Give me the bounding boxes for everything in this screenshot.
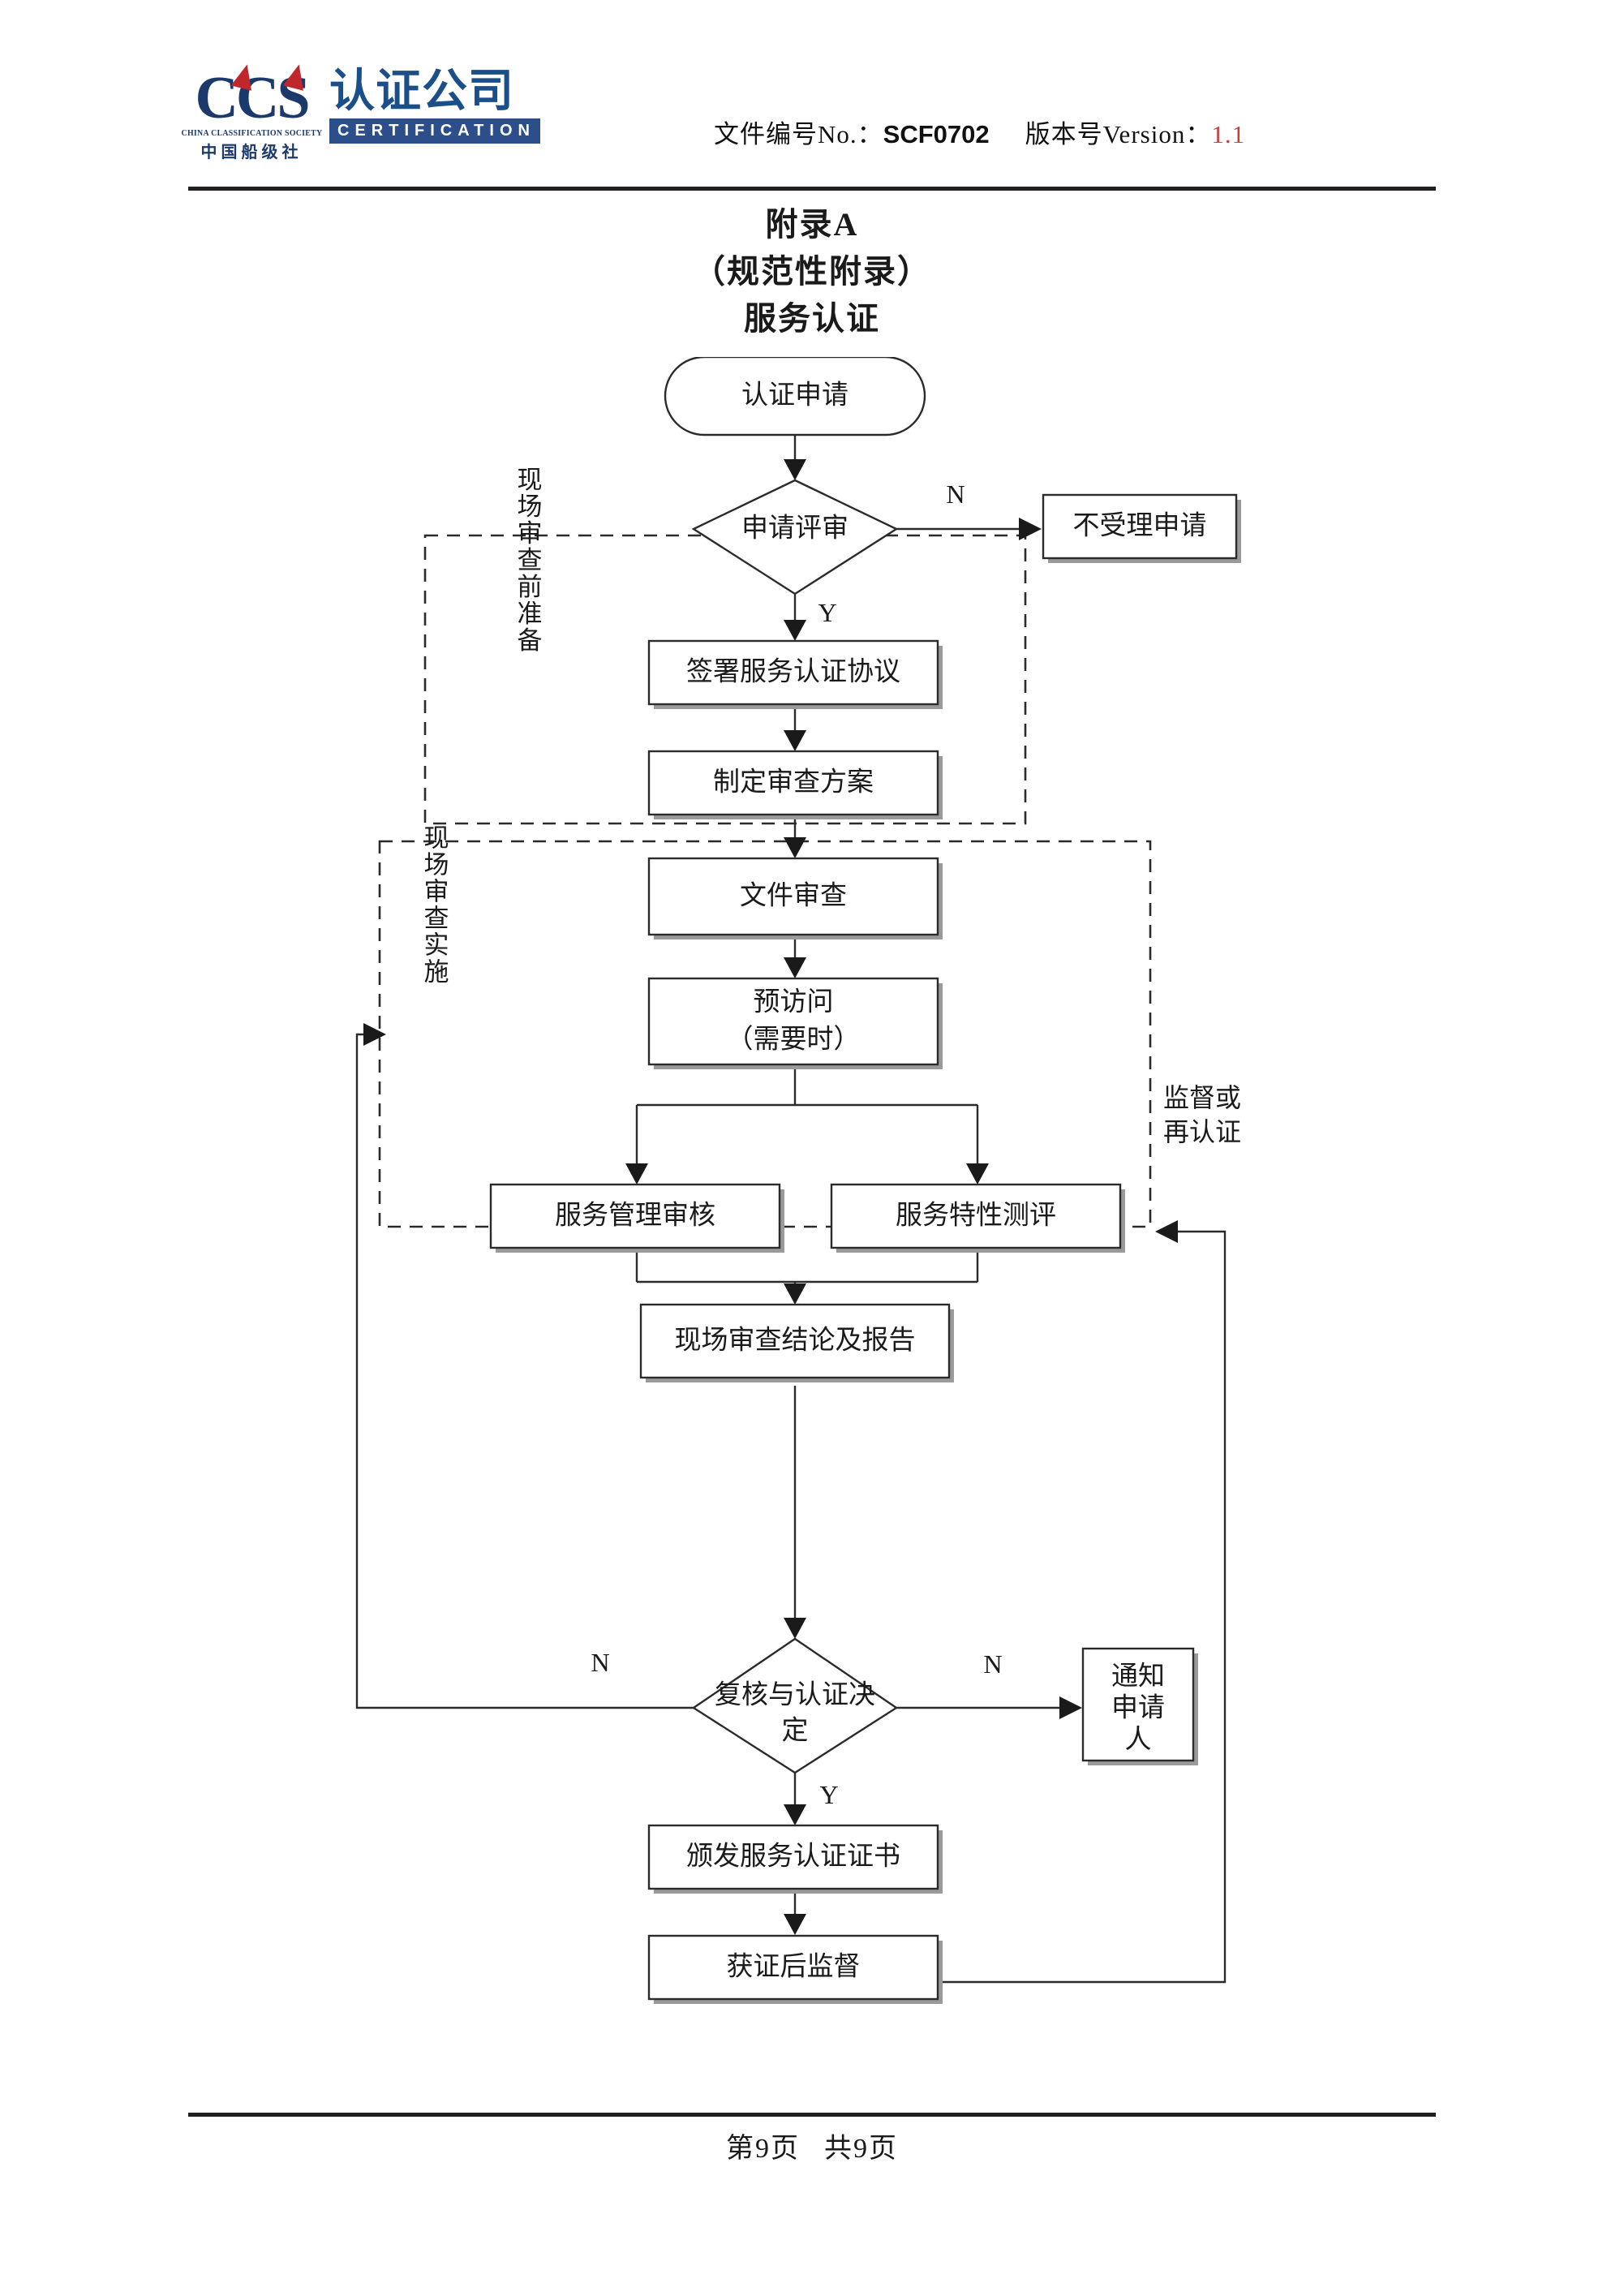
arrowhead-to-mgmt-audit [625, 1163, 648, 1185]
footer-divider [188, 2113, 1436, 2117]
branch-label-decision-yes: Y [819, 1780, 838, 1809]
node-label-previsit-line2: （需要时） [727, 1025, 861, 1055]
arrowhead-to-onsite-conclusion [784, 1283, 806, 1305]
arrowhead-apply-to-review [784, 459, 806, 480]
node-notify-applicant [1081, 1647, 1195, 1762]
doc-number-value: SCF0702 [883, 120, 990, 148]
page-footer: 第9页共9页 [0, 2126, 1624, 2165]
node-label-previsit-line1: 预访问 [754, 987, 834, 1017]
version-value: 1.1 [1211, 120, 1246, 148]
node-service-mgmt-audit [489, 1183, 781, 1249]
connector-decision-no-left-loop [355, 1033, 694, 1709]
node-reject-application [1042, 493, 1238, 560]
branch-label-decision-no-left: N [591, 1648, 609, 1677]
node-label-notify-applicant-line2: 申请 [1111, 1693, 1165, 1723]
node-label-onsite-conclusion-report: 现场审查结论及报告 [675, 1326, 916, 1356]
connector-surveillance-loop [892, 1230, 1227, 1984]
side-label-resurveillance-line2: 再认证 [1163, 1117, 1241, 1146]
title-line-1: 附录A [765, 206, 859, 243]
logo-company-group: 认证公司 CERTIFICATION [329, 69, 540, 144]
node-issue-certificate [647, 1824, 939, 1890]
node-label-decision-line1: 复核与认证决 [715, 1680, 875, 1710]
node-label-service-characteristic-eval: 服务特性测评 [896, 1201, 1056, 1231]
node-document-review [647, 857, 939, 936]
arrowhead-docreview-to-previsit [784, 957, 806, 978]
arrowhead-sign-to-plan [784, 730, 806, 751]
ccs-wordmark-text: CCS [195, 65, 310, 131]
node-audit-plan [647, 750, 939, 816]
page-current-label: 第9页 [726, 2134, 800, 2164]
arrowhead-issuecert-to-surveil [784, 1914, 806, 1935]
group-label-pre-onsite-prep: 现场审查前准备 [513, 467, 543, 654]
node-sign-agreement [647, 639, 939, 706]
node-review-and-certification-decision [691, 1637, 899, 1774]
ccs-wordmark-icon: CCS [195, 62, 311, 128]
node-label-decision-line2: 定 [782, 1716, 809, 1746]
arrowhead-review-no [1019, 518, 1042, 540]
arrowhead-to-chara-eval [966, 1163, 989, 1185]
logo-mark-group: CCS CHINA CLASSIFICATION SOCIETY 中国船级社 [180, 62, 323, 162]
node-service-characteristic-eval [830, 1183, 1122, 1249]
logo-subtitle-en: CHINA CLASSIFICATION SOCIETY [181, 129, 322, 138]
version-label: 版本号Version： [1025, 120, 1212, 148]
page-number: 第9页共9页 [0, 2126, 1624, 2165]
group-box-pre-onsite-prep [423, 534, 1027, 825]
title-line-3: 服务认证 [744, 300, 880, 337]
arrowhead-plan-to-docreview [784, 837, 806, 858]
arrowhead-to-decision [784, 1618, 806, 1639]
node-label-issue-certificate: 颁发服务认证证书 [686, 1842, 900, 1872]
logo-subtitle-cn: 中国船级社 [200, 144, 303, 161]
node-label-service-mgmt-audit: 服务管理审核 [555, 1201, 715, 1231]
node-label-document-review: 文件审查 [740, 881, 847, 911]
node-certification-application [664, 357, 926, 436]
node-post-certification-surveillance [647, 1934, 939, 2001]
node-label-sign-agreement: 签署服务认证协议 [686, 657, 900, 687]
node-application-review [691, 479, 899, 595]
arrowhead-review-yes [784, 620, 806, 641]
node-label-application-review: 申请评审 [741, 514, 849, 544]
logo-company-cn: 认证公司 [329, 67, 514, 117]
branch-label-decision-no-right: N [983, 1649, 1002, 1679]
arrowhead-loop-into-onsite-group [363, 1023, 386, 1046]
node-label-audit-plan: 制定审查方案 [713, 767, 874, 798]
appendix-title-block: 附录A （规范性附录） 服务认证 [0, 201, 1624, 342]
title-line-2: （规范性附录） [693, 253, 931, 290]
service-certification-flowchart: 现场审查前准备 现场审查实施 [0, 357, 1624, 2077]
side-label-resurveillance-line1: 监督或 [1163, 1083, 1241, 1112]
logo-company-en: CERTIFICATION [329, 118, 540, 144]
ccs-logo: CCS CHINA CLASSIFICATION SOCIETY 中国船级社 认… [180, 62, 540, 161]
arrowhead-to-notify [1059, 1696, 1082, 1719]
page-header: CCS CHINA CLASSIFICATION SOCIETY 中国船级社 认… [0, 0, 1624, 191]
branch-label-review-yes: Y [818, 598, 836, 627]
node-label-certification-application: 认证申请 [741, 381, 849, 411]
branch-label-review-no: N [946, 479, 965, 509]
node-label-reject-application: 不受理申请 [1073, 511, 1207, 541]
header-divider [188, 187, 1436, 191]
document-meta: 文件编号No.：SCF0702 版本号Version：1.1 [714, 114, 1245, 150]
arrowhead-surveillance-loop [1155, 1220, 1178, 1243]
node-previsit [647, 977, 939, 1066]
page-total-label: 共9页 [824, 2134, 898, 2164]
node-onsite-conclusion-report [639, 1303, 951, 1379]
arrowhead-decision-yes [784, 1804, 806, 1825]
node-label-notify-applicant-line3: 人 [1125, 1726, 1152, 1755]
doc-number-label: 文件编号No.： [714, 120, 883, 148]
node-label-notify-applicant-line1: 通知 [1111, 1662, 1165, 1692]
node-label-post-certification-surveillance: 获证后监督 [727, 1952, 861, 1982]
group-label-onsite-implementation: 现场审查实施 [420, 824, 449, 985]
